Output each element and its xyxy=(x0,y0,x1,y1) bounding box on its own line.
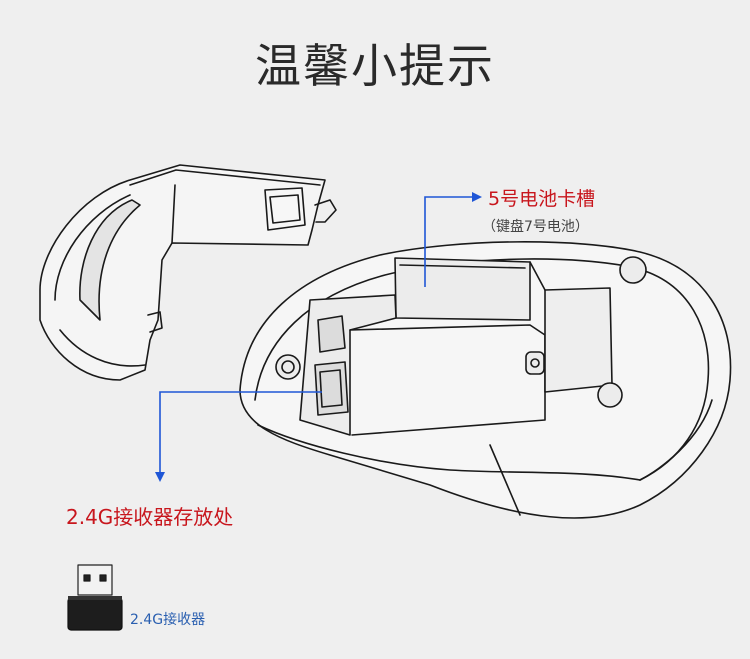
usb-receiver-icon xyxy=(67,564,123,631)
callout-arrows xyxy=(155,192,482,482)
battery-arrow-head xyxy=(472,192,482,202)
mouse-underside-icon xyxy=(239,241,732,519)
battery-slot-note: （键盘7号电池） xyxy=(482,219,589,235)
mouse-cover-icon xyxy=(39,164,337,381)
battery-slot-label: 5号电池卡槽 xyxy=(488,188,596,210)
receiver-arrow-head xyxy=(155,472,165,482)
battery-arrow-line xyxy=(424,196,474,287)
receiver-storage-label: 2.4G接收器存放处 xyxy=(66,505,234,529)
receiver-label: 2.4G接收器 xyxy=(130,612,206,628)
receiver-arrow-line xyxy=(159,391,322,474)
page-title: 温馨小提示 xyxy=(255,39,495,93)
